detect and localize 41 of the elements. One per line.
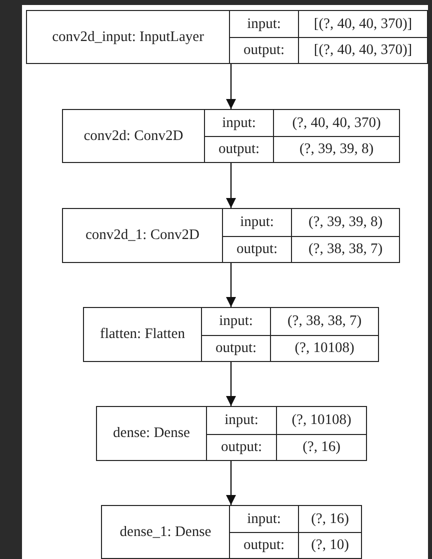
port-label: input: (229, 506, 298, 532)
arrow (226, 163, 236, 208)
layer-box (83, 307, 379, 362)
shape-value: (?, 10108) (270, 335, 378, 361)
layer-box (26, 10, 428, 64)
shape-value: (?, 16) (298, 506, 361, 532)
layer-box (96, 406, 367, 461)
layer-box (62, 109, 400, 163)
port-label: input: (204, 110, 273, 136)
layer-box (101, 505, 362, 559)
shape-value: (?, 40, 40, 370) (273, 110, 399, 136)
port-label: output: (206, 434, 276, 460)
port-label: output: (229, 532, 298, 558)
port-label: input: (222, 209, 291, 236)
arrow (226, 263, 236, 307)
arrow (226, 461, 236, 505)
port-label: output: (204, 136, 273, 162)
shape-value: (?, 39, 39, 8) (273, 136, 399, 162)
layer-box (62, 208, 400, 263)
port-label: output: (229, 37, 298, 63)
port-label: output: (222, 236, 291, 262)
shape-value: (?, 38, 38, 7) (270, 308, 378, 335)
shape-value: (?, 39, 39, 8) (291, 209, 399, 236)
layer-name: conv2d: Conv2D (82, 126, 184, 146)
shape-value: [(?, 40, 40, 370)] (298, 11, 427, 37)
port-label: input: (201, 308, 270, 335)
layer-name: flatten: Flatten (99, 325, 186, 344)
layer-name: dense: Dense (112, 424, 191, 443)
layer-name: conv2d_input: InputLayer (51, 28, 205, 46)
shape-value: (?, 10) (298, 532, 361, 558)
shape-value: [(?, 40, 40, 370)] (298, 37, 427, 63)
shape-value: (?, 38, 38, 7) (291, 236, 399, 262)
arrow (226, 362, 236, 406)
arrow (226, 64, 236, 109)
port-label: input: (229, 11, 298, 37)
layer-name: dense_1: Dense (118, 522, 212, 542)
shape-value: (?, 16) (276, 434, 366, 460)
port-label: input: (206, 407, 276, 434)
shape-value: (?, 10108) (276, 407, 366, 434)
layer-name: conv2d_1: Conv2D (84, 226, 200, 245)
port-label: output: (201, 335, 270, 361)
